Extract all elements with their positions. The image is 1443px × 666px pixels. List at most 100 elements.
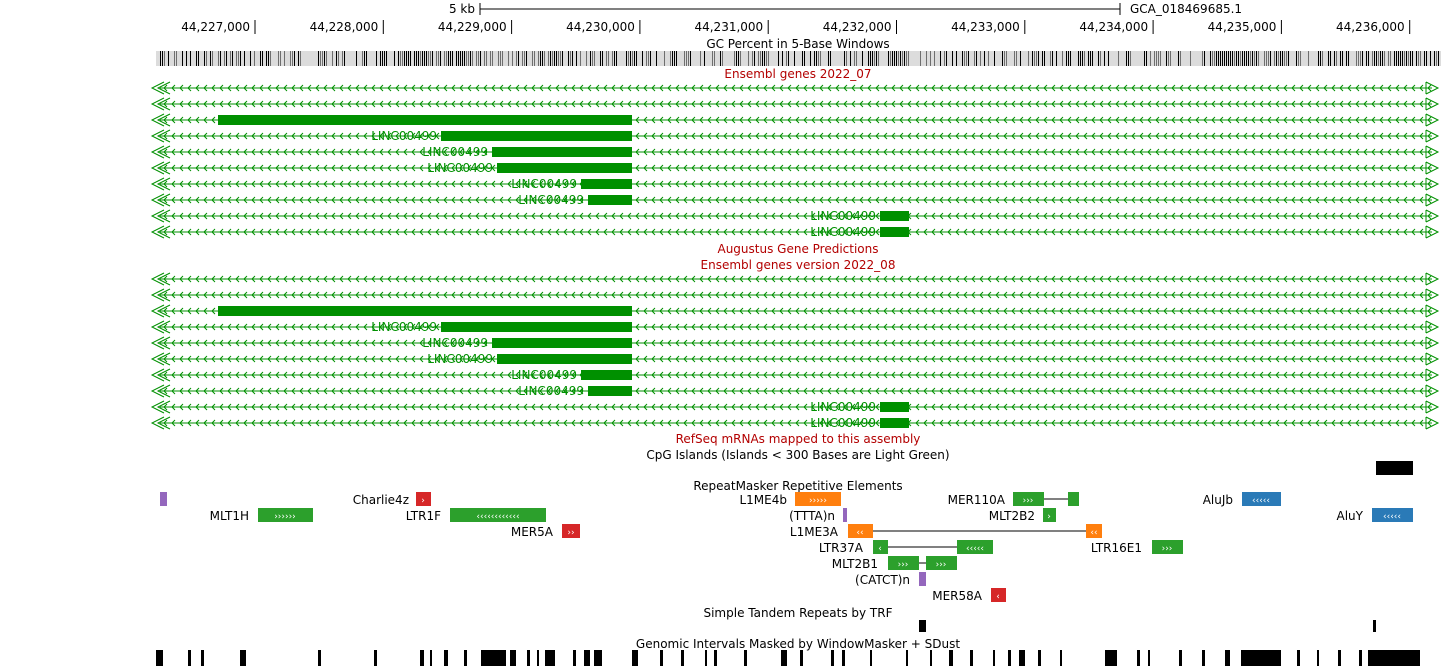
masked-interval[interactable] bbox=[594, 650, 602, 666]
gene-label[interactable]: LINC00499 bbox=[518, 384, 584, 398]
masked-interval[interactable] bbox=[993, 650, 995, 666]
masked-interval[interactable] bbox=[240, 650, 246, 666]
repeat-ltr16e1[interactable] bbox=[1152, 540, 1183, 554]
masked-interval[interactable] bbox=[1137, 650, 1140, 666]
masked-interval[interactable] bbox=[949, 650, 953, 666]
masked-interval[interactable] bbox=[1338, 650, 1341, 666]
masked-interval[interactable] bbox=[444, 650, 448, 666]
gene-label[interactable]: LINC00499 bbox=[810, 209, 876, 223]
masked-interval[interactable] bbox=[188, 650, 191, 666]
masked-interval[interactable] bbox=[318, 650, 321, 666]
transcript-exon[interactable] bbox=[880, 402, 909, 412]
cpg-island[interactable] bbox=[1376, 461, 1413, 475]
repeat-mer5a[interactable] bbox=[562, 524, 580, 538]
gene-label[interactable]: LINC00499 bbox=[422, 145, 488, 159]
repeat-ltr1f[interactable] bbox=[450, 508, 546, 522]
masked-interval[interactable] bbox=[681, 650, 684, 666]
transcript-exon[interactable] bbox=[581, 179, 632, 189]
transcript-exon[interactable] bbox=[880, 211, 909, 221]
repeat-l1me4b[interactable] bbox=[795, 492, 841, 506]
track-title-augustus[interactable]: Augustus Gene Predictions bbox=[717, 242, 878, 256]
masked-interval[interactable] bbox=[842, 650, 845, 666]
masked-interval[interactable] bbox=[1105, 650, 1117, 666]
masked-interval[interactable] bbox=[527, 650, 530, 666]
trf-repeat-1[interactable] bbox=[919, 620, 926, 632]
ensembl-2022-07-track[interactable]: LINC00499LINC00499LINC00499LINC00499LINC… bbox=[150, 81, 1440, 239]
gc-percent-wiggle[interactable] bbox=[156, 51, 1441, 66]
repeat-mer110a-b[interactable] bbox=[1068, 492, 1079, 506]
gene-label[interactable]: LINC00499 bbox=[371, 129, 437, 143]
masked-interval[interactable] bbox=[464, 650, 467, 666]
masked-interval[interactable] bbox=[1359, 650, 1362, 666]
repeat-aluy[interactable] bbox=[1372, 508, 1413, 522]
trf-repeat-2[interactable] bbox=[1373, 620, 1376, 632]
transcript-exon[interactable] bbox=[492, 338, 632, 348]
masked-interval[interactable] bbox=[420, 650, 424, 666]
gene-label[interactable]: LINC00499 bbox=[810, 400, 876, 414]
masked-interval[interactable] bbox=[831, 650, 834, 666]
transcript-exon[interactable] bbox=[441, 322, 632, 332]
masked-interval[interactable] bbox=[781, 650, 787, 666]
masked-interval[interactable] bbox=[573, 650, 576, 666]
repeat-l1me3a-a[interactable] bbox=[848, 524, 873, 538]
track-title-cpg[interactable]: CpG Islands (Islands < 300 Bases are Lig… bbox=[646, 448, 949, 462]
masked-interval[interactable] bbox=[1008, 650, 1011, 666]
repeat-catct[interactable] bbox=[919, 572, 926, 586]
repeat-l1me3a-b[interactable] bbox=[1086, 524, 1102, 538]
masked-interval[interactable] bbox=[714, 650, 717, 666]
masked-interval[interactable] bbox=[632, 650, 638, 666]
masked-interval[interactable] bbox=[1148, 650, 1150, 666]
transcript-exon[interactable] bbox=[492, 147, 632, 157]
repeat-charlie4z[interactable] bbox=[416, 492, 431, 506]
masked-interval[interactable] bbox=[870, 650, 872, 666]
repeat-ltr37a-b[interactable] bbox=[957, 540, 993, 554]
windowmasker-track[interactable] bbox=[156, 650, 1420, 666]
masked-interval[interactable] bbox=[201, 650, 204, 666]
transcript-exon[interactable] bbox=[588, 386, 632, 396]
transcript-exon[interactable] bbox=[588, 195, 632, 205]
masked-interval[interactable] bbox=[705, 650, 707, 666]
track-title-ensembl-2022-08[interactable]: Ensembl genes version 2022_08 bbox=[701, 258, 896, 272]
repeat-mlt2b1-b[interactable] bbox=[926, 556, 957, 570]
transcript-exon[interactable] bbox=[880, 418, 909, 428]
gene-label[interactable]: LINC00499 bbox=[427, 352, 493, 366]
repeat-mer110a-a[interactable] bbox=[1013, 492, 1044, 506]
masked-interval[interactable] bbox=[970, 650, 973, 666]
gene-label[interactable]: LINC00499 bbox=[371, 320, 437, 334]
masked-interval[interactable] bbox=[537, 650, 539, 666]
transcript-exon[interactable] bbox=[497, 163, 632, 173]
track-title-gc-percent[interactable]: GC Percent in 5-Base Windows bbox=[706, 37, 889, 51]
track-title-repeatmasker[interactable]: RepeatMasker Repetitive Elements bbox=[693, 479, 902, 493]
repeat-ttta[interactable] bbox=[843, 508, 847, 522]
masked-interval[interactable] bbox=[1019, 650, 1025, 666]
repeat-ltr37a-a[interactable] bbox=[873, 540, 888, 554]
masked-interval[interactable] bbox=[374, 650, 377, 666]
track-title-windowmasker[interactable]: Genomic Intervals Masked by WindowMasker… bbox=[636, 637, 960, 651]
repeat-mlt2b1-a[interactable] bbox=[888, 556, 919, 570]
transcript-exon[interactable] bbox=[218, 115, 632, 125]
repeat-alujb[interactable] bbox=[1242, 492, 1281, 506]
gene-label[interactable]: LINC00499 bbox=[511, 368, 577, 382]
ensembl-2022-08-track[interactable]: LINC00499LINC00499LINC00499LINC00499LINC… bbox=[150, 272, 1440, 430]
repeatmasker-track[interactable]: Charlie4z › L1ME4b ››››› MER110A ››› Alu… bbox=[160, 492, 1413, 603]
masked-interval[interactable] bbox=[1317, 650, 1319, 666]
masked-interval[interactable] bbox=[1202, 650, 1205, 666]
transcript-exon[interactable] bbox=[218, 306, 632, 316]
repeat-mlt1h[interactable] bbox=[258, 508, 313, 522]
gene-label[interactable]: LINC00499 bbox=[511, 177, 577, 191]
track-title-ensembl-2022-07[interactable]: Ensembl genes 2022_07 bbox=[724, 67, 871, 81]
masked-interval[interactable] bbox=[1297, 650, 1300, 666]
masked-interval[interactable] bbox=[545, 650, 555, 666]
masked-interval[interactable] bbox=[584, 650, 590, 666]
masked-interval[interactable] bbox=[1179, 650, 1182, 666]
transcript-exon[interactable] bbox=[581, 370, 632, 380]
masked-interval[interactable] bbox=[481, 650, 506, 666]
repeat-mer58a[interactable] bbox=[991, 588, 1006, 602]
transcript-exon[interactable] bbox=[441, 131, 632, 141]
gene-label[interactable]: LINC00499 bbox=[422, 336, 488, 350]
masked-interval[interactable] bbox=[800, 650, 803, 666]
masked-interval[interactable] bbox=[1368, 650, 1420, 666]
repeat-mlt2b2[interactable] bbox=[1043, 508, 1056, 522]
masked-interval[interactable] bbox=[1060, 650, 1062, 666]
